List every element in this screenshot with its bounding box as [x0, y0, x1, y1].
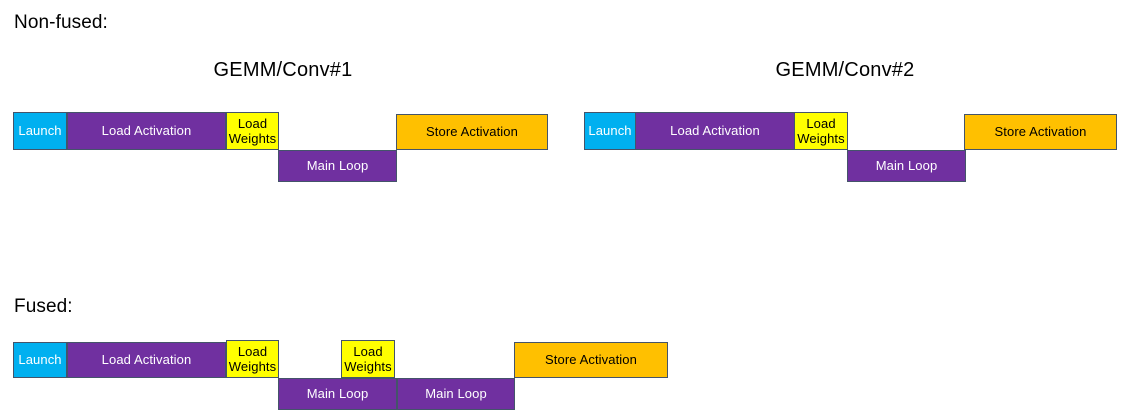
section-label-fused: Fused:	[14, 296, 73, 317]
bar-store-activation-2: Store Activation	[964, 114, 1117, 150]
group-title-2: GEMM/Conv#2	[775, 59, 915, 81]
bar-store-activation-1: Store Activation	[396, 114, 548, 150]
bar-main-loop-1: Main Loop	[278, 150, 397, 182]
bar-load-weights-fused-1: Load Weights	[226, 340, 279, 378]
bar-load-activation-fused: Load Activation	[67, 342, 226, 378]
bar-load-weights-fused-2: Load Weights	[341, 340, 395, 378]
bar-main-loop-fused-1: Main Loop	[278, 378, 397, 410]
bar-launch-2: Launch	[584, 112, 636, 150]
bar-load-weights-2: Load Weights	[794, 112, 848, 150]
bar-store-activation-fused: Store Activation	[514, 342, 668, 378]
bar-load-activation-1: Load Activation	[67, 112, 226, 150]
bar-main-loop-fused-2: Main Loop	[397, 378, 515, 410]
section-label-non-fused: Non-fused:	[14, 12, 108, 33]
group-title-1: GEMM/Conv#1	[213, 59, 353, 81]
bar-launch-fused: Launch	[13, 342, 67, 378]
bar-load-activation-2: Load Activation	[635, 112, 795, 150]
bar-launch-1: Launch	[13, 112, 67, 150]
bar-main-loop-2: Main Loop	[847, 150, 966, 182]
bar-load-weights-1: Load Weights	[226, 112, 279, 150]
